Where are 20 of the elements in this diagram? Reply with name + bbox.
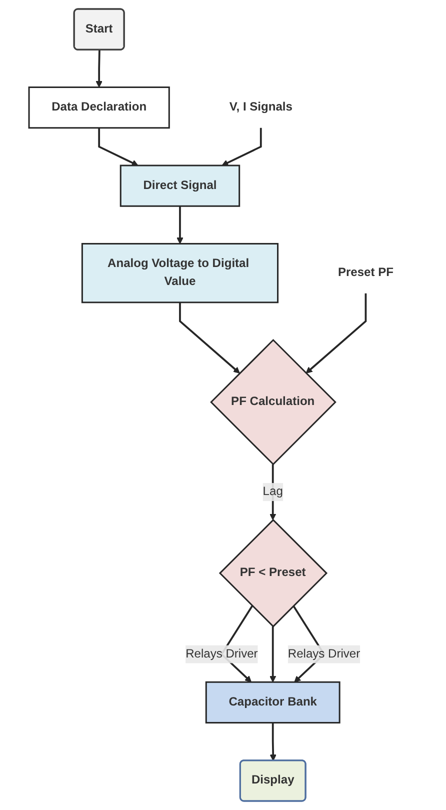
node-text: V, I Signals (230, 100, 293, 114)
node-box: Direct Signal (120, 164, 241, 207)
node-diamond: PF < Preset (219, 518, 328, 628)
arrow (270, 722, 277, 762)
node-box: Capacitor Bank (206, 681, 341, 724)
node-box: Analog Voltage to Digital Value (82, 242, 279, 304)
arrow (180, 302, 240, 374)
node-text: Preset PF (338, 266, 394, 280)
edge-label: Relays Driver (288, 648, 361, 660)
node-diamond: PF Calculation (210, 338, 337, 466)
arrow (96, 50, 103, 88)
arrow (270, 464, 277, 520)
edge-label: Lag (263, 485, 284, 498)
arrow (222, 128, 262, 166)
arrow (270, 626, 277, 682)
arrow (306, 293, 368, 374)
arrow (177, 206, 184, 244)
edge-label: Relays Driver (186, 648, 258, 660)
node-box: Data Declaration (28, 86, 170, 129)
arrow (98, 128, 139, 166)
